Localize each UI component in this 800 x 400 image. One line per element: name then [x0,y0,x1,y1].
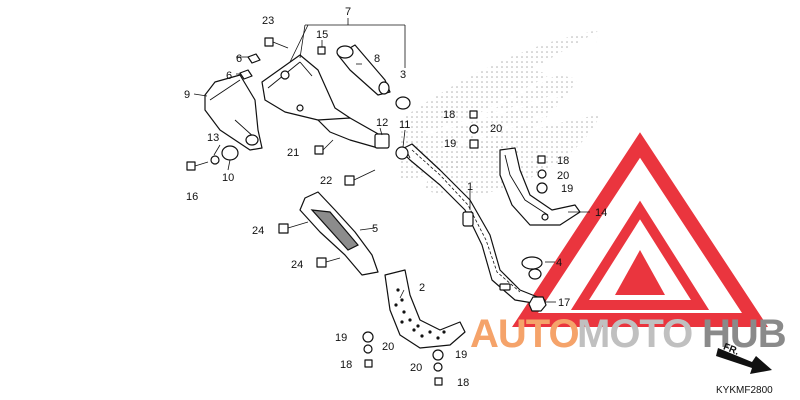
callout-3: 3 [400,69,406,81]
watermark-hub: HUB [702,312,786,356]
callout-2: 2 [419,282,425,294]
callout-20c: 20 [382,341,394,353]
callout-6a: 6 [236,53,242,65]
diagram-code: KYKMF2800 [716,385,773,396]
lower-guard-2 [384,269,466,349]
automotohub-watermark: AUTO MOTO HUB [470,312,787,356]
callout-18b: 18 [557,155,569,167]
callout-1: 1 [467,181,473,193]
muffler-protector [204,74,263,151]
front-direction-arrow: FR. [716,342,772,374]
callout-11: 11 [399,119,410,131]
watermark-moto: MOTO [577,312,692,356]
callout-23: 23 [262,15,274,27]
callout-10: 10 [222,172,234,184]
muffler-assembly [261,54,390,149]
pipe-heat-protector [499,147,581,226]
callout-14: 14 [595,207,607,219]
callout-5: 5 [372,223,378,235]
callout-20a: 20 [490,123,502,135]
lower-guard-5 [299,191,379,276]
callout-8: 8 [374,53,380,65]
callout-15: 15 [316,29,328,41]
callout-24a: 24 [252,225,264,237]
callout-13: 13 [207,132,219,144]
callout-22: 22 [320,175,332,187]
callout-9: 9 [184,89,190,101]
watermark-auto: AUTO [470,312,579,356]
callout-7: 7 [345,6,351,18]
callout-18c: 18 [340,359,352,371]
callout-19c: 19 [335,332,347,344]
callout-12: 12 [376,117,388,129]
callout-16: 16 [186,191,198,203]
callout-19d: 19 [455,349,467,361]
callout-17: 17 [558,297,570,309]
hardware [186,37,548,386]
gasket-ring [395,96,411,110]
leader-lines [193,18,590,303]
callout-19a: 19 [444,138,456,150]
callout-19b: 19 [561,183,573,195]
callout-labels: 7 23 15 8 3 6 6 9 13 10 16 21 12 11 22 1… [184,6,607,389]
callout-24b: 24 [291,259,303,271]
callout-18a: 18 [443,109,455,121]
callout-20b: 20 [557,170,569,182]
callout-4: 4 [556,257,562,269]
callout-18d: 18 [457,377,469,389]
callout-6b: 6 [226,70,232,82]
automotohub-triangle-logo [512,132,768,327]
exhaust-collar [336,44,391,96]
callout-20d: 20 [410,362,422,374]
callout-21: 21 [287,147,299,159]
